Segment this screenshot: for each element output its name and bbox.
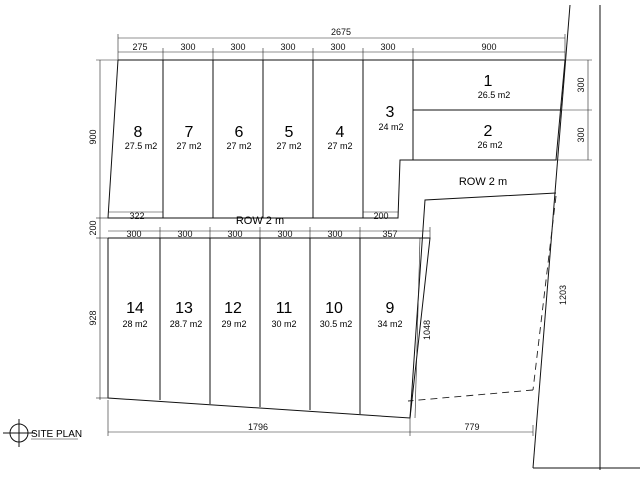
plot-area: 30 m2 xyxy=(271,319,296,329)
dim-bottom-left: 1796 xyxy=(248,422,268,432)
plot-area: 24 m2 xyxy=(378,122,403,132)
plot-area: 27 m2 xyxy=(226,141,251,151)
plot-number: 10 xyxy=(325,300,343,317)
plot-area: 27 m2 xyxy=(176,141,201,151)
dim-lower-seg: 300 xyxy=(177,229,192,239)
dim-lower-seg: 357 xyxy=(382,229,397,239)
dim-top-seg: 300 xyxy=(330,42,345,52)
site-plan-title: SITE PLAN xyxy=(31,429,82,440)
plot-number: 1 xyxy=(484,73,493,90)
dim-top-seg: 275 xyxy=(132,42,147,52)
plot-number: 4 xyxy=(336,124,345,141)
plot-labels: 1 26.5 m2 2 26 m2 3 24 m2 4 27 m2 5 27 m… xyxy=(122,73,510,329)
plot-area: 28.7 m2 xyxy=(170,319,203,329)
plot-number: 3 xyxy=(386,104,395,121)
dim-top-seg: 300 xyxy=(380,42,395,52)
plot-number: 2 xyxy=(484,123,493,140)
plot-area: 27 m2 xyxy=(327,141,352,151)
dim-left-upper: 900 xyxy=(88,129,98,144)
plot-area: 26.5 m2 xyxy=(478,90,511,100)
dim-lower-seg: 300 xyxy=(327,229,342,239)
plot-number: 14 xyxy=(126,300,144,317)
plot-number: 8 xyxy=(134,124,143,141)
dim-left-lower: 928 xyxy=(88,310,98,325)
plot-number: 5 xyxy=(285,124,294,141)
dimension-lines xyxy=(96,34,592,436)
dim-lower-seg: 300 xyxy=(227,229,242,239)
dim-total-top: 2675 xyxy=(331,27,351,37)
road-label-right: ROW 2 m xyxy=(459,176,507,188)
plot-number: 12 xyxy=(224,300,242,317)
plot-number: 7 xyxy=(185,124,194,141)
plot-number: 13 xyxy=(175,300,193,317)
dim-right-edge: 1203 xyxy=(558,285,568,305)
plot-area: 28 m2 xyxy=(122,319,147,329)
dim-right-plot1: 300 xyxy=(576,77,586,92)
dim-plot9-right: 1048 xyxy=(422,320,432,340)
dim-lower-seg: 300 xyxy=(277,229,292,239)
dim-left-row: 200 xyxy=(88,220,98,235)
plot-area: 29 m2 xyxy=(221,319,246,329)
dim-lower-seg: 300 xyxy=(126,229,141,239)
dim-top-seg: 300 xyxy=(180,42,195,52)
dim-top-seg: 300 xyxy=(280,42,295,52)
dim-top-seg: 300 xyxy=(230,42,245,52)
plot-number: 11 xyxy=(276,300,293,317)
road-label-upper: ROW 2 m xyxy=(236,215,284,227)
plot-area: 34 m2 xyxy=(377,319,402,329)
plot-number: 6 xyxy=(235,124,244,141)
dim-row-left-offset: 322 xyxy=(129,211,144,221)
site-plan-symbol-icon xyxy=(3,419,35,447)
plot-area: 27.5 m2 xyxy=(125,141,158,151)
dim-right-plot2: 300 xyxy=(576,127,586,142)
plot-number: 9 xyxy=(386,300,395,317)
boundary-lines xyxy=(407,4,640,470)
plot-area: 26 m2 xyxy=(477,140,502,150)
dim-top-seg: 900 xyxy=(481,42,496,52)
dimension-labels: 2675 275 300 300 300 300 300 900 900 200… xyxy=(88,27,586,432)
plot-area: 27 m2 xyxy=(276,141,301,151)
dim-row-right-offset: 200 xyxy=(373,211,388,221)
dim-bottom-right: 779 xyxy=(464,422,479,432)
plot-area: 30.5 m2 xyxy=(320,319,353,329)
